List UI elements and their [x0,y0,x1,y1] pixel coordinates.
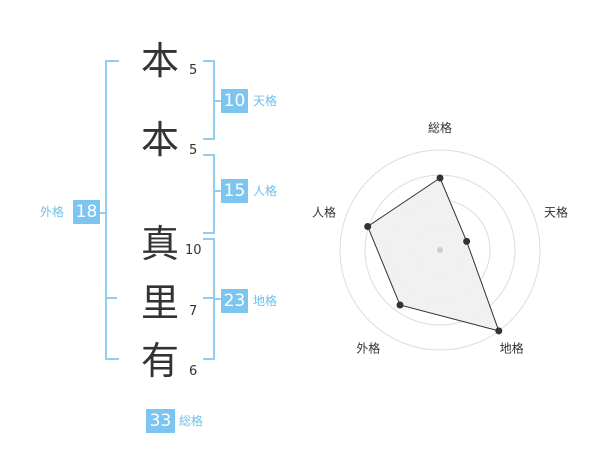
soukaku-value: 33 [146,409,175,433]
name-char-2: 本 [141,118,180,162]
radar-point-4 [396,301,404,309]
stroke-count-2: 5 [189,143,198,158]
soukaku-label: 総格 [179,414,204,428]
radar-axis-label-4: 外格 [356,341,380,356]
gaikaku-label: 外格 [40,205,65,219]
name-char-5: 有 [141,339,180,383]
radar-point-1 [436,174,444,182]
radar-area [367,177,500,332]
stroke-count-3: 10 [185,243,202,258]
chikaku-label: 地格 [253,294,278,308]
radar-axis-label-5: 人格 [312,204,336,219]
name-divider-right [203,297,213,299]
radar-center-dot [437,247,443,253]
radar-point-5 [364,223,372,231]
stroke-count-5: 6 [189,364,198,379]
name-char-3: 真 [141,222,180,266]
name-char-1: 本 [141,39,180,83]
radar-axis-label-2: 天格 [544,204,568,219]
jinkaku-value: 15 [221,179,248,203]
radar-ring-4 [339,149,541,351]
tenkaku-value: 10 [221,89,248,113]
chikaku-connector [213,298,221,300]
gaikaku-connector [97,212,107,214]
name-divider-left [105,297,117,299]
stroke-count-4: 7 [189,304,198,319]
gaikaku-value: 18 [73,200,100,224]
radar-axis-label-3: 地格 [500,341,524,356]
tenkaku-connector [213,100,221,102]
radar-point-2 [463,237,471,245]
tenkaku-label: 天格 [253,94,278,108]
radar-axis-label-1: 総格 [428,120,452,135]
jinkaku-connector [213,190,221,192]
jinkaku-bracket [203,154,215,234]
stroke-count-1: 5 [189,63,198,78]
name-char-4: 里 [141,281,180,325]
chikaku-value: 23 [221,289,248,313]
jinkaku-label: 人格 [253,184,278,198]
radar-point-3 [495,327,503,335]
gaikaku-bracket [105,60,119,360]
